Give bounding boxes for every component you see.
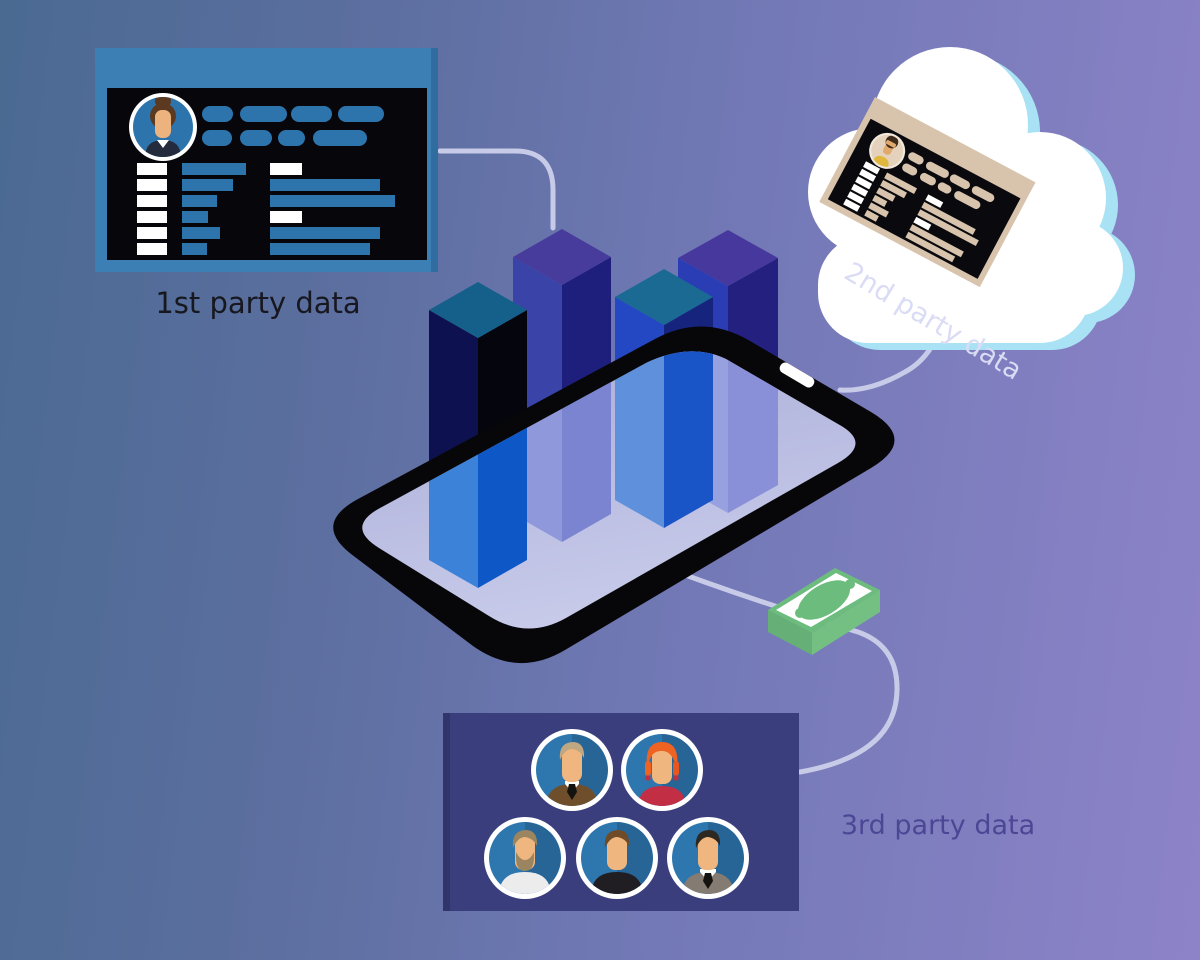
avatar-man-tie-icon xyxy=(531,729,613,811)
first-party-data-label: 1st party data xyxy=(155,286,361,320)
money-stack-icon xyxy=(768,568,880,655)
avatar-man-beard-icon xyxy=(484,817,566,899)
second-party-profile-card xyxy=(819,97,1036,288)
phone-speaker xyxy=(779,362,815,388)
third-party-data-label: 3rd party data xyxy=(840,810,1036,841)
cloud-icon xyxy=(808,47,1135,350)
people-group-panel xyxy=(443,713,799,911)
connector-phone-to-panel xyxy=(642,557,900,775)
avatar-man-suit-icon xyxy=(667,817,749,899)
avatar-man-icon xyxy=(576,817,658,899)
avatar-woman-icon xyxy=(621,729,703,811)
avatar-man-icon xyxy=(869,132,906,170)
connector-card1-to-chart xyxy=(437,148,556,231)
avatar-woman-icon xyxy=(129,93,197,161)
first-party-profile-card xyxy=(95,48,438,272)
